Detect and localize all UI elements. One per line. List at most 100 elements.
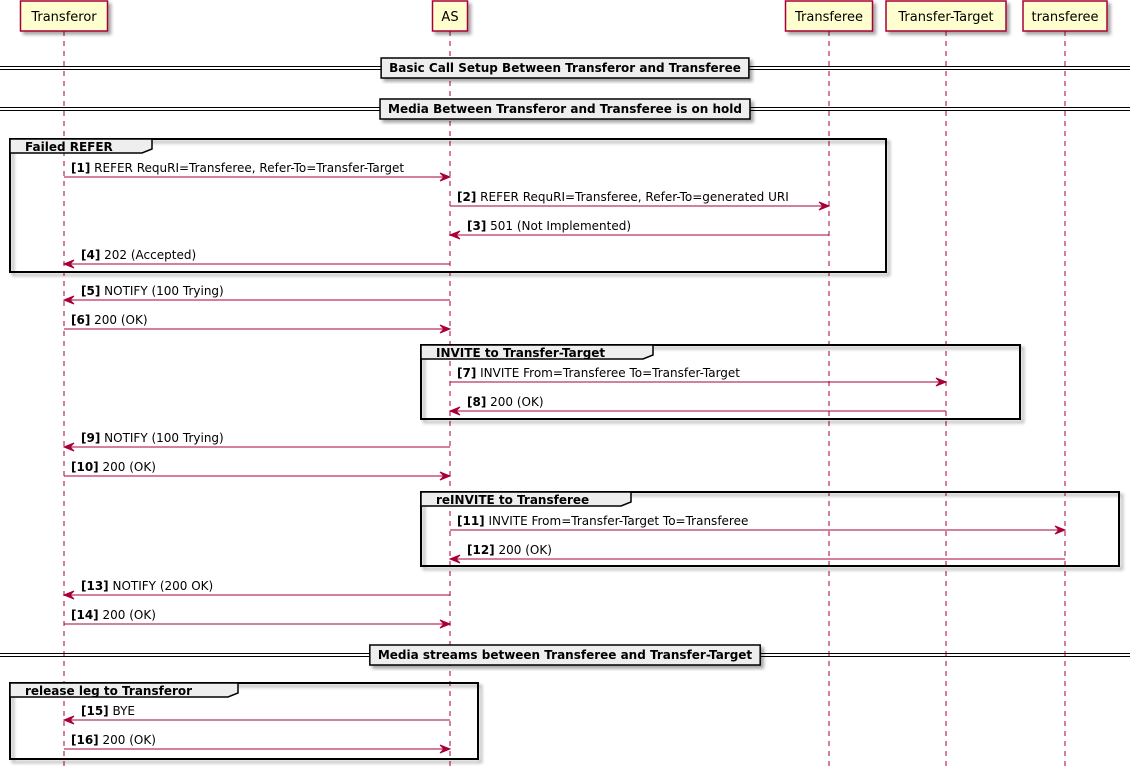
message-text: REFER RequRI=Transferee, Refer-To=Transf…: [90, 161, 404, 175]
message-label: [10] 200 (OK): [71, 460, 156, 474]
participant-as: AS: [431, 0, 469, 32]
message-label: [7] INVITE From=Transferee To=Transfer-T…: [457, 366, 740, 380]
group-label: Failed REFER: [25, 140, 113, 154]
group-label: release leg to Transferor: [25, 684, 192, 698]
message-arrowhead: [62, 295, 75, 305]
message-label: [9] NOTIFY (100 Trying): [81, 431, 224, 445]
message-arrowhead: [62, 259, 75, 269]
message-arrowhead: [818, 201, 831, 211]
message-label: [5] NOTIFY (100 Trying): [81, 284, 224, 298]
message-number: [2]: [457, 190, 476, 204]
message-number: [12]: [467, 543, 495, 557]
divider-box: [369, 644, 761, 666]
message-label: [11] INVITE From=Transfer-Target To=Tran…: [457, 514, 748, 528]
message-10: [10] 200 (OK): [64, 460, 452, 481]
group-label: reINVITE to Transferee: [436, 493, 589, 507]
participant-transfer-target: Transfer-Target: [885, 0, 1007, 32]
message-number: [5]: [81, 284, 100, 298]
group-tab: [9, 138, 153, 154]
group-frame: [9, 682, 479, 760]
message-7: [7] INVITE From=Transferee To=Transfer-T…: [450, 366, 948, 387]
message-text: 200 (OK): [495, 543, 552, 557]
message-number: [1]: [71, 161, 90, 175]
message-text: REFER RequRI=Transferee, Refer-To=genera…: [476, 190, 788, 204]
group-frame: [420, 344, 1021, 420]
group-failed-refer: Failed REFER: [9, 138, 887, 273]
message-text: BYE: [109, 704, 135, 718]
message-arrowhead: [62, 715, 75, 725]
message-2: [2] REFER RequRI=Transferee, Refer-To=ge…: [450, 190, 831, 211]
message-arrowhead: [448, 406, 461, 416]
message-number: [13]: [81, 579, 109, 593]
message-number: [15]: [81, 704, 109, 718]
message-15: [15] BYE: [62, 704, 450, 725]
message-number: [4]: [81, 248, 100, 262]
message-text: 200 (OK): [90, 313, 147, 327]
message-6: [6] 200 (OK): [64, 313, 452, 334]
message-text: INVITE From=Transfer-Target To=Transfere…: [485, 514, 749, 528]
message-text: 501 (Not Implemented): [486, 219, 631, 233]
message-12: [12] 200 (OK): [448, 543, 1065, 564]
message-1: [1] REFER RequRI=Transferee, Refer-To=Tr…: [64, 161, 452, 182]
divider: Basic Call Setup Between Transferor and …: [0, 57, 1130, 79]
message-number: [3]: [467, 219, 486, 233]
message-11: [11] INVITE From=Transfer-Target To=Tran…: [450, 514, 1067, 535]
message-arrowhead: [439, 324, 452, 334]
divider: Media streams between Transferee and Tra…: [0, 644, 1130, 666]
participant-box: [431, 0, 469, 32]
message-arrowhead: [448, 554, 461, 564]
message-label: [1] REFER RequRI=Transferee, Refer-To=Tr…: [71, 161, 404, 175]
message-arrowhead: [439, 471, 452, 481]
message-16: [16] 200 (OK): [64, 733, 452, 754]
participant-label: Transferee: [794, 10, 863, 25]
message-text: NOTIFY (100 Trying): [100, 431, 223, 445]
message-arrowhead: [62, 590, 75, 600]
message-14: [14] 200 (OK): [64, 608, 452, 629]
message-text: NOTIFY (200 OK): [109, 579, 214, 593]
participant-box: [784, 0, 874, 32]
divider-box: [380, 57, 750, 79]
message-number: [6]: [71, 313, 90, 327]
message-text: 200 (OK): [99, 608, 156, 622]
participant-transferor: Transferor: [19, 0, 109, 32]
message-text: 200 (OK): [486, 395, 543, 409]
message-label: [13] NOTIFY (200 OK): [81, 579, 213, 593]
message-text: INVITE From=Transferee To=Transfer-Targe…: [476, 366, 740, 380]
divider-box: [379, 98, 751, 120]
message-label: [14] 200 (OK): [71, 608, 156, 622]
message-arrowhead: [439, 172, 452, 182]
group-invite-to-transfer-target: INVITE to Transfer-Target: [420, 344, 1021, 420]
divider: Media Between Transferor and Transferee …: [0, 98, 1130, 120]
group-tab: [420, 491, 632, 507]
group-release-leg-to-transferor: release leg to Transferor: [9, 682, 479, 760]
message-label: [16] 200 (OK): [71, 733, 156, 747]
group-frame: [420, 491, 1120, 567]
message-text: 200 (OK): [99, 460, 156, 474]
message-5: [5] NOTIFY (100 Trying): [62, 284, 450, 305]
participant-transferee: Transferee: [784, 0, 874, 32]
participant-box: [1022, 0, 1108, 32]
message-text: NOTIFY (100 Trying): [100, 284, 223, 298]
message-label: [15] BYE: [81, 704, 135, 718]
message-number: [8]: [467, 395, 486, 409]
message-label: [4] 202 (Accepted): [81, 248, 196, 262]
participant-transferee: transferee: [1022, 0, 1108, 32]
message-number: [11]: [457, 514, 485, 528]
message-8: [8] 200 (OK): [448, 395, 946, 416]
message-arrowhead: [62, 442, 75, 452]
participant-label: AS: [441, 10, 458, 25]
message-label: [8] 200 (OK): [467, 395, 544, 409]
group-label: INVITE to Transfer-Target: [436, 346, 605, 360]
message-text: 200 (OK): [99, 733, 156, 747]
participant-label: transferee: [1031, 10, 1098, 25]
group-reinvite-to-transferee: reINVITE to Transferee: [420, 491, 1120, 567]
group-frame: [9, 138, 887, 273]
participant-box: [885, 0, 1007, 32]
divider-label: Media streams between Transferee and Tra…: [378, 648, 753, 662]
message-13: [13] NOTIFY (200 OK): [62, 579, 450, 600]
divider-label: Basic Call Setup Between Transferor and …: [389, 61, 741, 75]
message-label: [6] 200 (OK): [71, 313, 148, 327]
message-label: [3] 501 (Not Implemented): [467, 219, 631, 233]
